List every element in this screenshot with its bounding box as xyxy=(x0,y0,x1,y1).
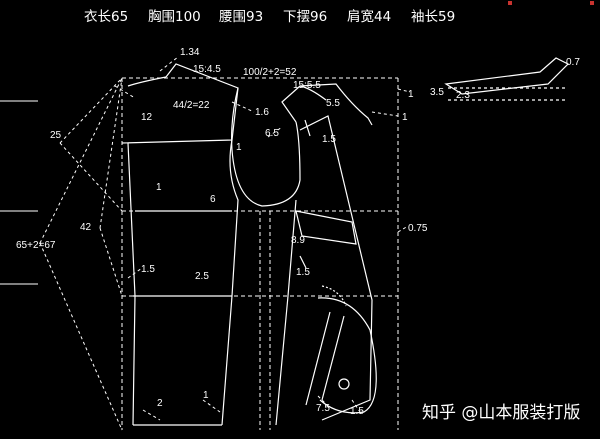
dimension-lines xyxy=(39,56,411,431)
back-piece xyxy=(121,63,239,426)
label: 1 xyxy=(203,390,209,401)
label: 15:4.5 xyxy=(193,64,221,75)
label: 1 xyxy=(236,142,242,153)
label: 1 xyxy=(156,182,162,193)
label: 44/2=22 xyxy=(173,100,210,111)
label: 0.7 xyxy=(566,57,580,68)
label: 12 xyxy=(141,112,153,123)
front-piece xyxy=(275,83,377,426)
label: 2 xyxy=(157,398,163,409)
label: 15:5.5 xyxy=(293,80,321,91)
measure-shoulder: 肩宽44 xyxy=(347,8,391,25)
label: 6 xyxy=(210,194,216,205)
label: 65+2=67 xyxy=(16,240,56,251)
label: 1 xyxy=(402,112,408,123)
measure-sleeve: 袖长59 xyxy=(411,9,455,25)
label: 2.3 xyxy=(456,90,470,101)
drafting-labels: 1.34 15:4.5 100/2+2=52 15:5.5 1 1 44/2=2… xyxy=(16,47,580,417)
label: 42 xyxy=(80,222,92,233)
label: 100/2+2=52 xyxy=(243,67,297,78)
label: 3.5 xyxy=(430,87,444,98)
label: 1 xyxy=(408,89,414,100)
armhole-curve xyxy=(231,87,301,207)
label: 1.34 xyxy=(180,47,200,58)
label: 8.9 xyxy=(291,235,305,246)
label: 25 xyxy=(50,130,62,141)
draft-frame xyxy=(121,77,399,430)
label: 1.5 xyxy=(141,264,155,275)
measure-hem: 下摆96 xyxy=(283,9,327,25)
watermark: 知乎 @山本服装打版 xyxy=(422,403,580,423)
label: 1.5 xyxy=(296,267,310,278)
label: 1.6 xyxy=(255,107,269,118)
label: 1.5 xyxy=(322,134,336,145)
measurement-header: 衣长65 胸围100 腰围93 下摆96 肩宽44 袖长59 xyxy=(84,8,455,25)
corner-marker-right xyxy=(590,1,594,5)
corner-marker-left xyxy=(508,1,512,5)
collar-piece xyxy=(444,57,570,101)
label: 6.5 xyxy=(265,128,279,139)
measure-length: 衣长65 xyxy=(84,9,128,25)
label: 5.5 xyxy=(326,98,340,109)
measure-waist: 腰围93 xyxy=(219,9,263,25)
label: 0.75 xyxy=(408,223,428,234)
label: 7.5 xyxy=(316,403,330,414)
measure-chest: 胸围100 xyxy=(148,9,201,25)
label: 1.5 xyxy=(350,406,364,417)
label: 2.5 xyxy=(195,271,209,282)
